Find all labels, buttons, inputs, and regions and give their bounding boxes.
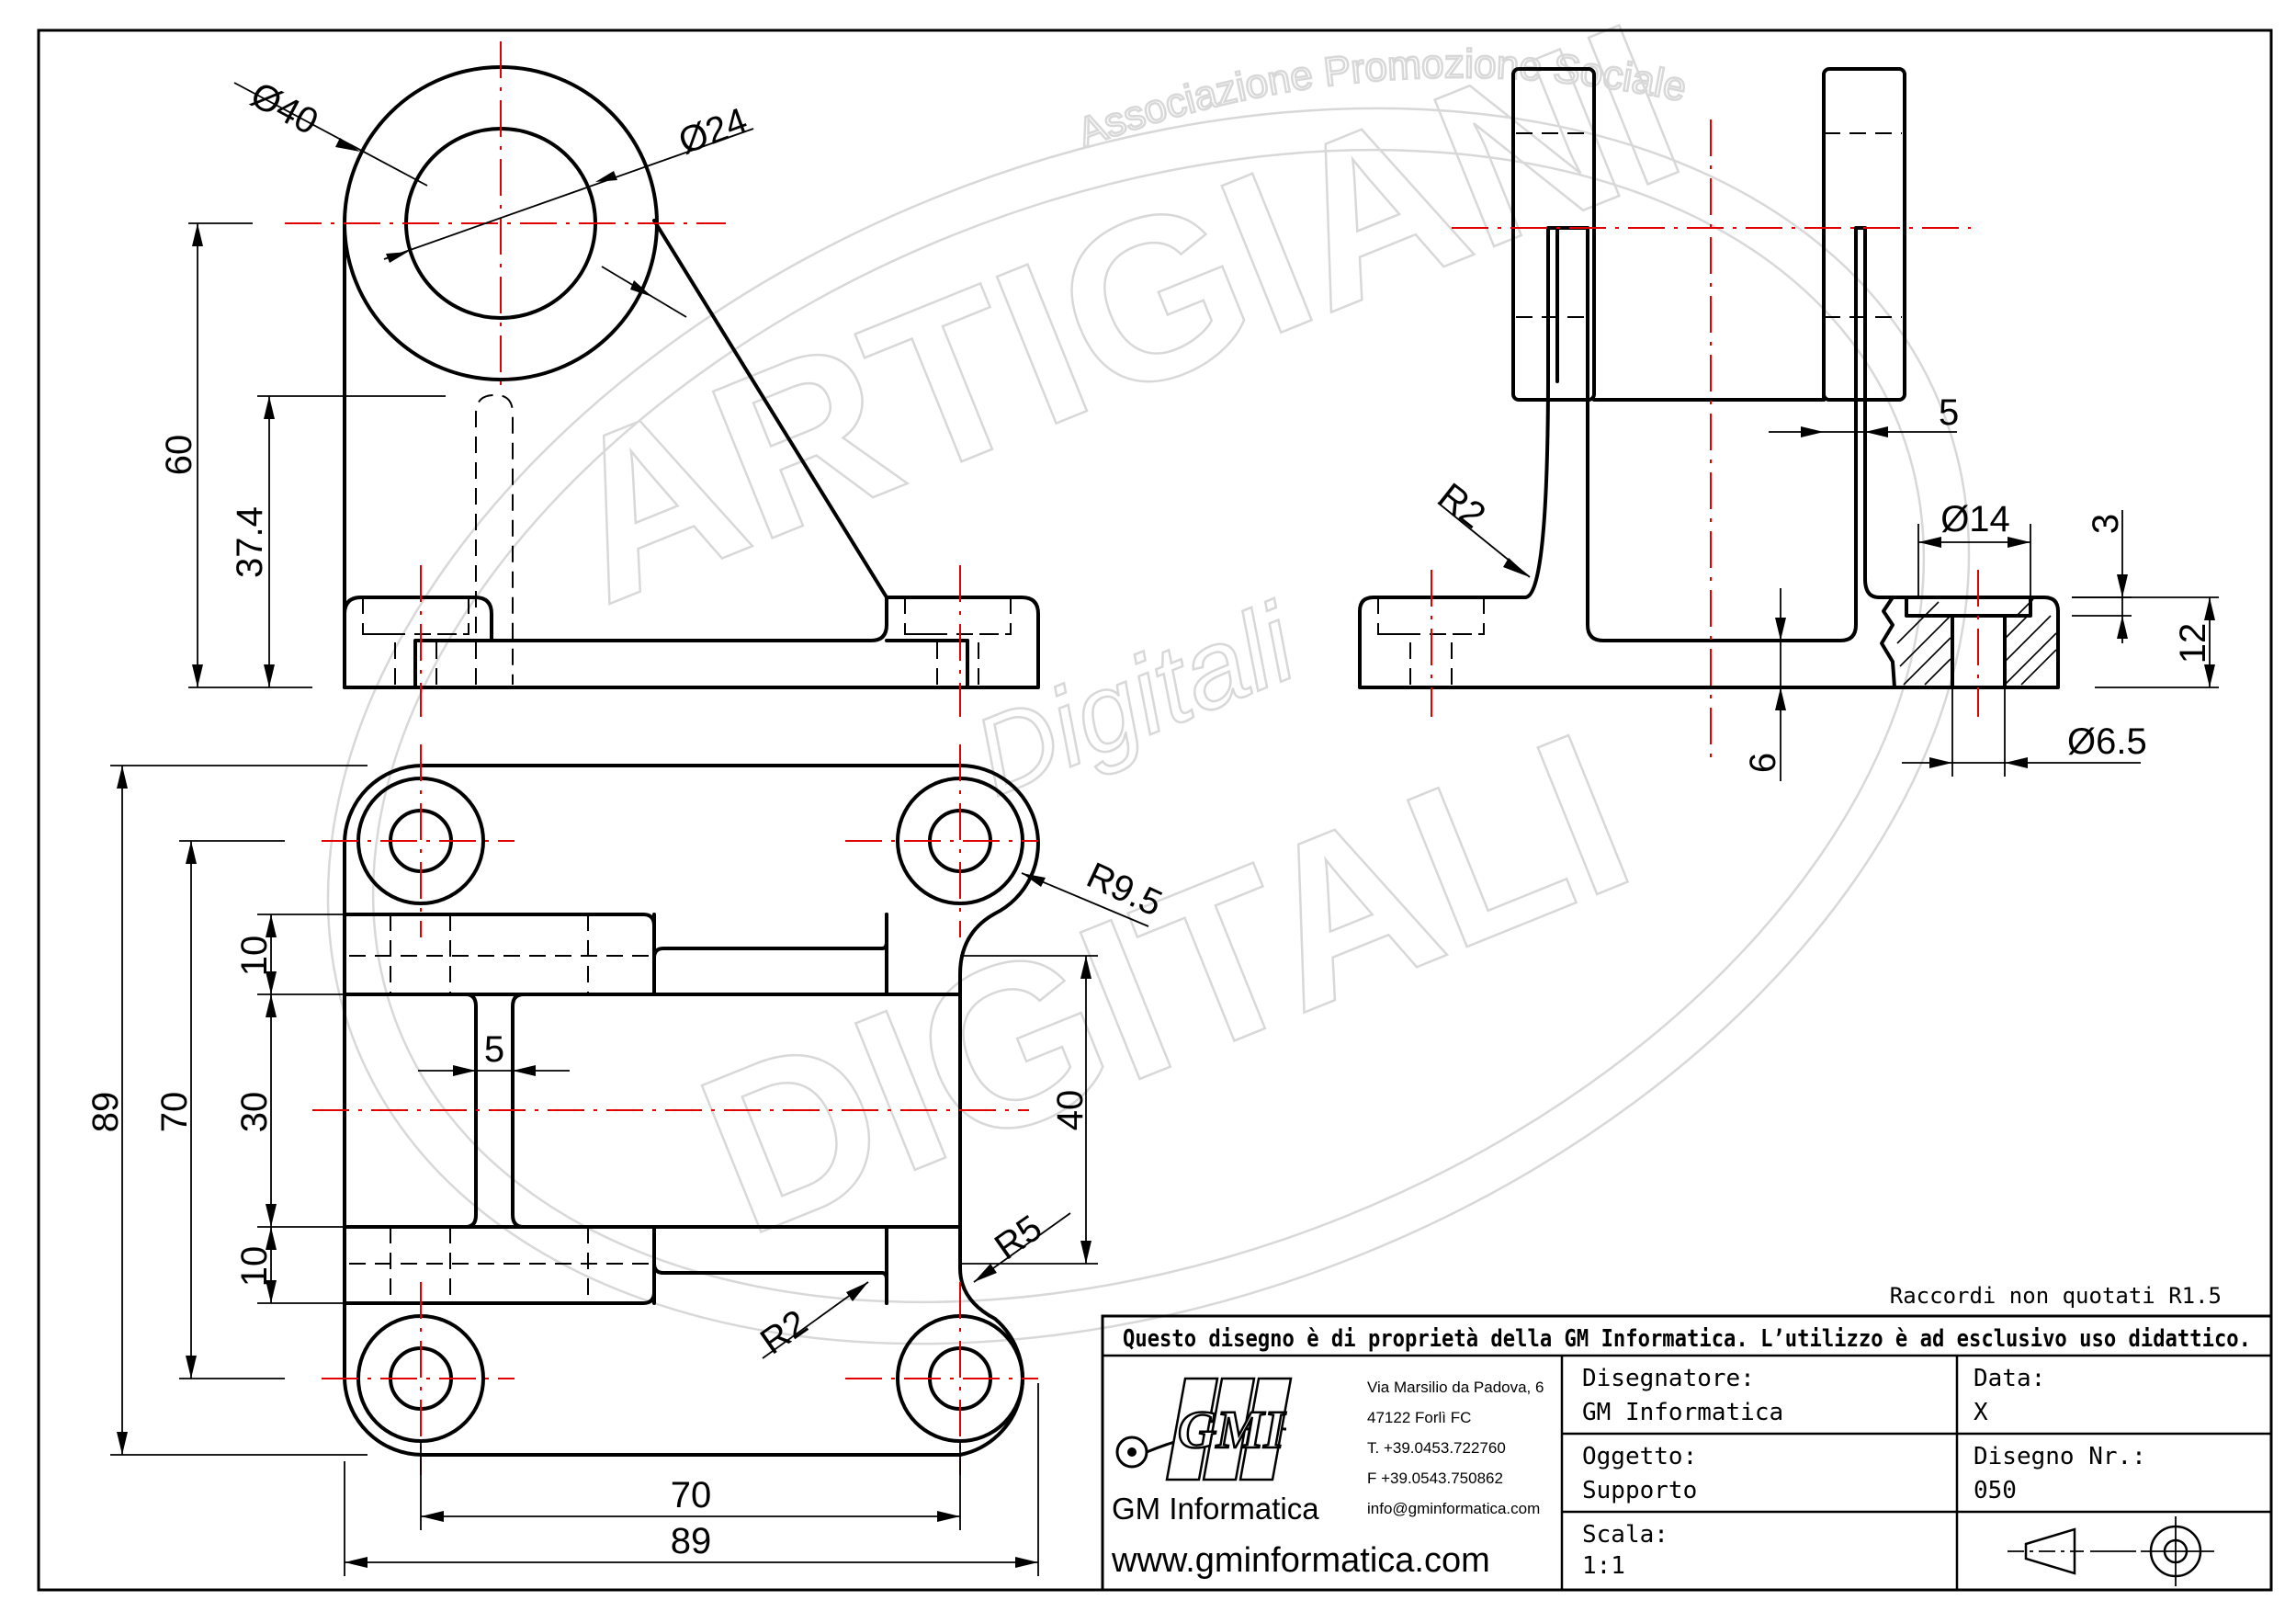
watermark-word-bottom: DIGITALI	[669, 684, 1660, 1283]
dim-10-bottom: 10	[234, 1246, 275, 1288]
side-view	[1358, 67, 2060, 763]
dim-89-horizontal: 89	[671, 1521, 712, 1561]
dim-d6-5: Ø6.5	[2067, 721, 2147, 762]
dim-60: 60	[159, 435, 199, 476]
address-line-1: Via Marsilio da Padova, 6	[1367, 1379, 1544, 1396]
projection-symbol-icon	[2008, 1516, 2214, 1586]
ownership-statement: Questo disegno è di proprietà della GM I…	[1123, 1325, 2251, 1353]
company-name: GM Informatica	[1112, 1492, 1319, 1526]
dim-r2-top: R2	[753, 1302, 815, 1362]
designer-label: Disegnatore:	[1582, 1365, 1755, 1392]
dim-side-5: 5	[1939, 392, 1959, 433]
designer-value: GM Informatica	[1582, 1399, 1783, 1426]
date-label: Data:	[1974, 1365, 2045, 1392]
object-label: Oggetto:	[1582, 1443, 1697, 1470]
fillet-note: Raccordi non quotati R1.5	[1890, 1283, 2222, 1309]
address-line-2: 47122 Forlì FC	[1367, 1409, 1471, 1426]
dim-d24: Ø24	[673, 100, 752, 162]
front-view	[285, 41, 1040, 717]
scale-label: Scala:	[1582, 1521, 1668, 1549]
dim-30: 30	[234, 1092, 275, 1133]
logo-text: GMI	[1178, 1400, 1286, 1459]
dim-r5: R5	[988, 1208, 1049, 1267]
drawing-number-label: Disegno Nr.:	[1974, 1443, 2146, 1470]
top-view	[312, 744, 1040, 1475]
address-fax: F +39.0543.750862	[1367, 1470, 1503, 1487]
drawing-number-value: 050	[1974, 1477, 2017, 1504]
object-value: Supporto	[1582, 1477, 1697, 1504]
dim-d40: Ø40	[244, 74, 324, 142]
dim-70-horizontal: 70	[671, 1475, 712, 1515]
date-value: X	[1974, 1399, 1988, 1426]
dim-t6: 6	[1743, 753, 1783, 773]
gmi-logo: GMI	[1115, 1377, 1293, 1481]
dim-10-top: 10	[234, 936, 275, 977]
dim-89-vertical: 89	[85, 1092, 126, 1133]
dim-side-r2: R2	[1431, 475, 1492, 536]
dim-top-5: 5	[484, 1029, 504, 1070]
dim-t3: 3	[2086, 514, 2126, 534]
title-block: Questo disegno è di proprietà della GM I…	[1101, 1314, 2273, 1592]
address-phone: T. +39.0453.722760	[1367, 1439, 1506, 1457]
section-hatching	[1896, 598, 2057, 686]
company-website: www.gminformatica.com	[1111, 1541, 1490, 1580]
dim-37-4: 37.4	[230, 506, 270, 578]
dim-d14: Ø14	[1940, 499, 2010, 539]
dim-t12: 12	[2173, 623, 2213, 664]
dim-40: 40	[1050, 1090, 1091, 1131]
address-email: info@gminformatica.com	[1367, 1500, 1540, 1517]
scale-value: 1:1	[1582, 1552, 1625, 1580]
dim-70-vertical: 70	[154, 1092, 195, 1133]
